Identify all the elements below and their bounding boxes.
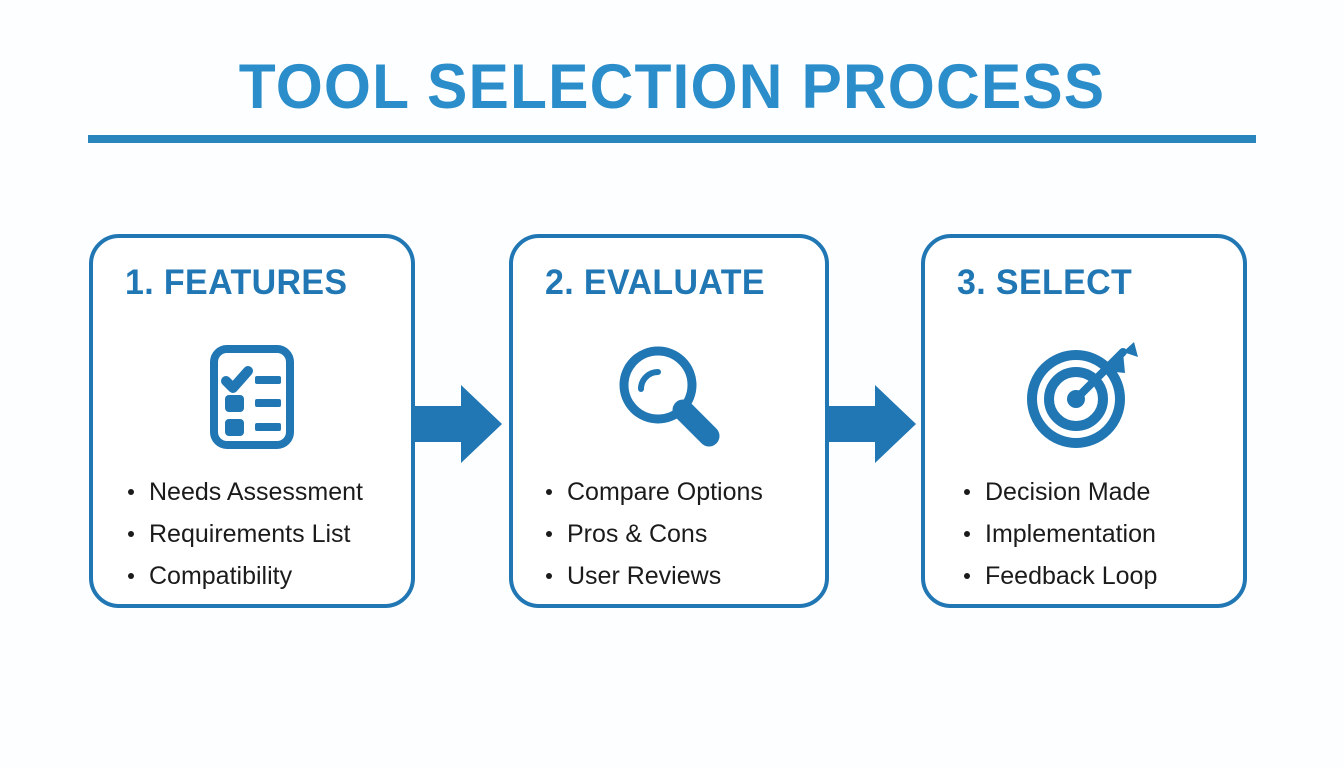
bullet-dot-icon [964,572,970,579]
arrow-step2-to-step3-icon [828,385,916,463]
list-item-label: Needs Assessment [149,478,363,506]
arrow-step1-to-step2-icon [414,385,502,463]
list-item-label: Compare Options [567,478,763,506]
bullet-dot-icon [546,489,552,495]
bullet-dot-icon [128,572,134,579]
step-bullet-list: Needs Assessment Requirements List Compa… [127,476,363,593]
step-bullet-list: Decision Made Implementation Feedback Lo… [963,476,1157,593]
bullet-dot-icon [128,530,134,537]
title-block: TOOL SELECTION PROCESS [88,52,1256,143]
checklist-icon [93,334,411,460]
step-card-select[interactable]: 3. SELECT Decision Made Im [921,234,1247,608]
list-item-label: User Reviews [567,561,722,590]
bullet-dot-icon [546,572,552,579]
list-item: Pros & Cons [545,518,763,552]
list-item-label: Requirements List [149,519,351,548]
magnifying-glass-icon [513,334,825,460]
list-item: Compatibility [127,560,363,594]
step-card-heading: 3. SELECT [957,263,1133,302]
bullet-dot-icon [964,489,970,495]
step-card-heading: 1. FEATURES [125,263,348,302]
step-bullet-list: Compare Options Pros & Cons User Reviews [545,476,763,593]
list-item: Implementation [963,518,1157,552]
list-item: User Reviews [545,560,763,594]
bullet-dot-icon [546,530,552,537]
title-underline-rule [88,135,1256,143]
bullet-dot-icon [128,489,134,495]
list-item-label: Feedback Loop [985,561,1158,590]
list-item: Feedback Loop [963,560,1157,594]
step-card-evaluate[interactable]: 2. EVALUATE Compare Options Pros & Cons [509,234,829,608]
bullet-dot-icon [964,530,970,537]
list-item-label: Pros & Cons [567,519,708,548]
step-card-features[interactable]: 1. FEATURES Needs Assessment [89,234,415,608]
target-arrow-icon [925,334,1243,460]
list-item: Compare Options [545,476,763,510]
list-item: Needs Assessment [127,476,363,510]
step-card-heading: 2. EVALUATE [545,263,765,302]
list-item: Requirements List [127,518,363,552]
list-item-label: Implementation [985,519,1156,548]
page-title: TOOL SELECTION PROCESS [238,52,1106,122]
list-item-label: Compatibility [149,561,293,590]
process-steps-row: 1. FEATURES Needs Assessment [0,234,1344,614]
list-item: Decision Made [963,476,1157,510]
list-item-label: Decision Made [985,478,1151,506]
